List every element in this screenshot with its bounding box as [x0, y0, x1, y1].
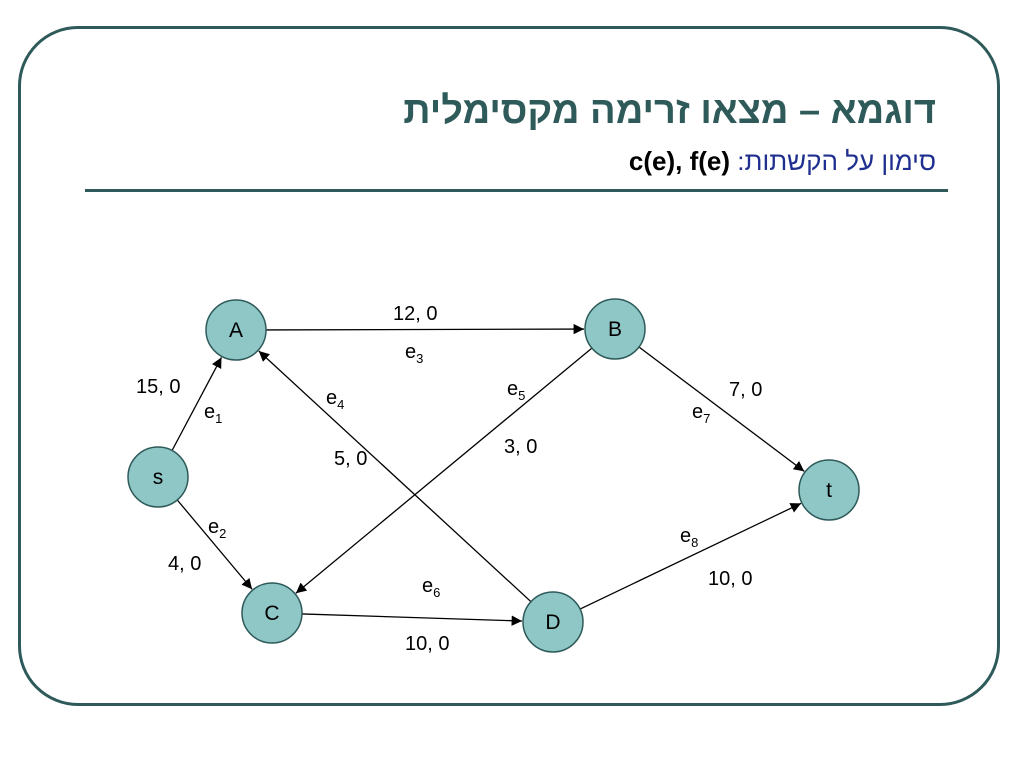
node-t: t	[798, 459, 860, 521]
edge-e5-name: e5	[507, 378, 525, 403]
node-s: s	[127, 446, 189, 508]
node-A: A	[205, 299, 267, 361]
edge-e3-name: e3	[405, 341, 423, 366]
edge-e4-name: e4	[326, 387, 344, 412]
subtitle-text: סימון על הקשתות:	[737, 146, 936, 176]
node-s-circle	[127, 446, 189, 508]
edge-e5-capacity-flow: 3, 0	[504, 436, 537, 458]
edge-e2-name: e2	[208, 516, 226, 541]
edge-e4-arrow	[258, 350, 532, 603]
edge-e8-capacity-flow: 10, 0	[708, 568, 752, 590]
edge-e2-arrow	[176, 499, 253, 590]
labels-layer: e1 15, 0 e2 4, 0 e3 12, 0 e4 5, 0 e5 3, 0 e6 10, 0 e…	[136, 303, 762, 655]
title-divider	[85, 189, 948, 192]
subtitle-notation: c(e), f(e)	[628, 146, 731, 176]
node-D-label: D	[545, 611, 560, 634]
node-A-circle	[205, 299, 267, 361]
node-C-circle	[241, 582, 303, 644]
node-D-circle	[522, 591, 584, 653]
edge-e6-capacity-flow: 10, 0	[405, 633, 449, 655]
edge-e6-arrow	[301, 613, 523, 626]
slide-title: דוגמא – מצאו זרימה מקסימלית	[403, 90, 936, 132]
edge-e7-capacity-flow: 7, 0	[729, 379, 762, 401]
edge-e7-arrow	[638, 346, 805, 472]
node-A-label: A	[229, 319, 243, 342]
edge-e3-capacity-flow: 12, 0	[393, 303, 437, 325]
node-C: C	[241, 582, 303, 644]
node-B-circle	[584, 298, 646, 360]
node-t-circle	[798, 459, 860, 521]
edge-e3-arrow	[265, 323, 585, 335]
node-C-label: C	[264, 602, 279, 625]
node-s-label: s	[153, 466, 164, 489]
node-t-label: t	[826, 479, 832, 502]
edge-e2-capacity-flow: 4, 0	[168, 553, 201, 575]
edge-e1-arrow	[171, 357, 223, 451]
nodes-layer: s A B C Dt	[127, 298, 860, 653]
edge-e6-name: e6	[422, 575, 440, 600]
edges-layer	[171, 323, 805, 626]
edge-e8-arrow	[579, 502, 802, 610]
edge-e8-name: e8	[680, 525, 698, 550]
node-D: D	[522, 591, 584, 653]
node-B-label: B	[608, 318, 622, 341]
edge-e4-capacity-flow: 5, 0	[334, 448, 367, 470]
slide-frame	[18, 26, 1000, 706]
edge-e7-name: e7	[692, 401, 710, 426]
node-B: B	[584, 298, 646, 360]
edge-e5-arrow	[295, 347, 593, 594]
edge-e1-name: e1	[204, 401, 222, 426]
edge-e1-capacity-flow: 15, 0	[136, 376, 180, 398]
slide-subtitle: סימון על הקשתות: c(e), f(e)	[629, 146, 936, 177]
